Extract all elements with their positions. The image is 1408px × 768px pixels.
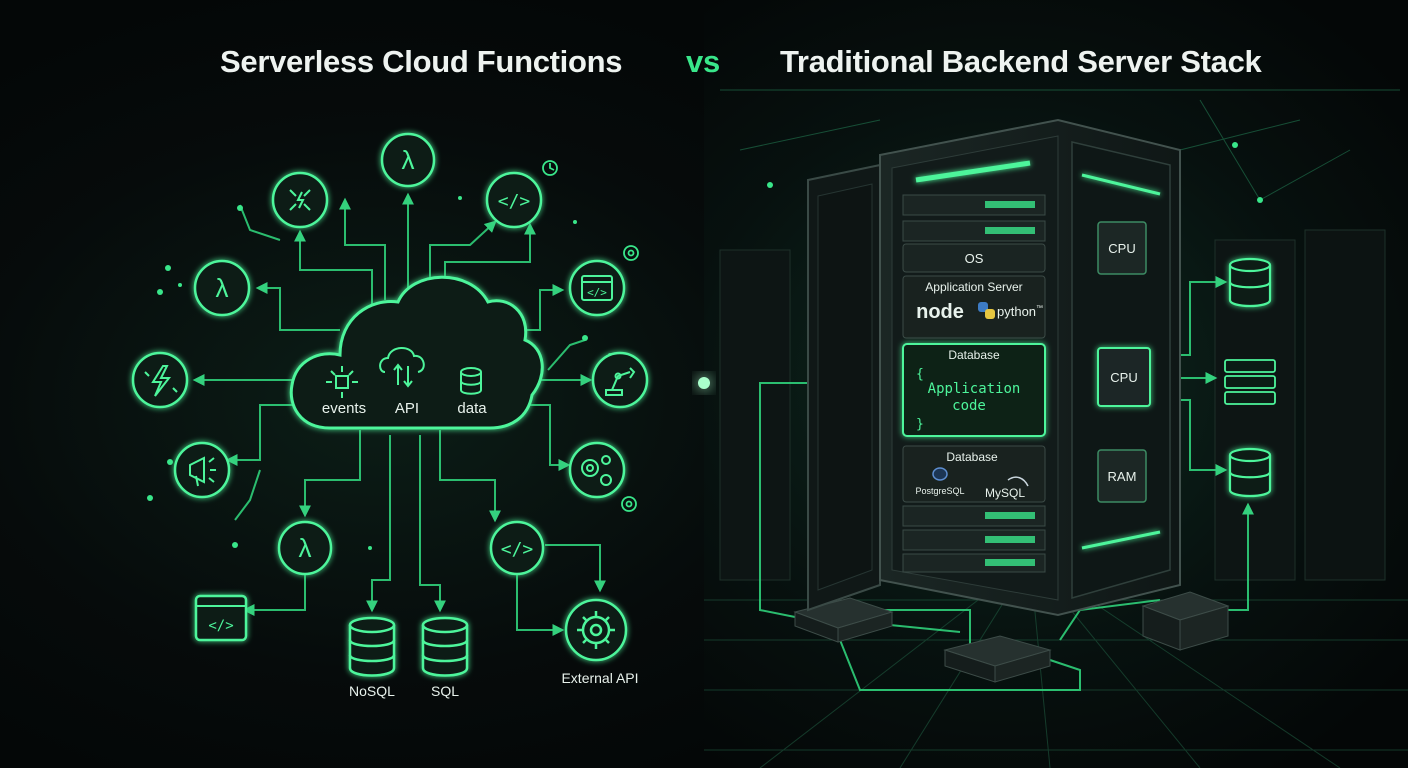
right-database-bottom-icon (1228, 447, 1272, 498)
lightning-icon (144, 365, 178, 397)
mysql-label: MySQL (985, 486, 1025, 500)
background-rack (719, 249, 791, 581)
external-api-node (564, 598, 628, 662)
server-unit (902, 220, 1046, 242)
robot-arm-icon (605, 367, 636, 396)
cloud-connectors (192, 192, 606, 636)
ram-chip (1097, 449, 1147, 503)
postgresql-logo-icon (932, 467, 948, 481)
os-layer (902, 243, 1046, 273)
server-unit (902, 194, 1046, 216)
rack-top-light (915, 160, 1031, 183)
application-server-layer (902, 275, 1046, 339)
rack-left-door (807, 163, 881, 612)
code-node-top (485, 171, 543, 229)
code-icon: </> (501, 539, 534, 560)
lambda-icon: λ (216, 273, 229, 303)
lambda-icon: λ (299, 533, 312, 563)
nosql-database-icon (348, 616, 396, 677)
lambda-node-bottom (277, 520, 333, 576)
code-brace-open: { (916, 367, 924, 382)
application-code-line2: code (952, 398, 986, 414)
traditional-title: Traditional Backend Server Stack (780, 44, 1262, 79)
api-icon (379, 347, 425, 388)
database-label-top: Database (948, 348, 1000, 362)
lambda-node-top (380, 132, 436, 188)
ceiling-node (767, 182, 773, 188)
serverless-title: Serverless Cloud Functions (220, 44, 623, 79)
database-layer (902, 445, 1046, 503)
data-icon (460, 367, 482, 395)
os-label: OS (965, 251, 984, 266)
cloud-events-label: events (322, 400, 366, 417)
cloud-api-label: API (395, 400, 419, 417)
browser-code-icon (581, 275, 613, 301)
code-icon: </> (587, 286, 607, 299)
application-server-label: Application Server (925, 280, 1022, 294)
cloud-shape (289, 275, 544, 430)
python-logo-icon (978, 302, 995, 319)
browser-code-node (568, 259, 626, 317)
cpu-chip-mid (1097, 347, 1151, 407)
external-api-label: External API (561, 670, 638, 686)
ceiling-network (720, 89, 1400, 201)
gear-small-icon (623, 245, 639, 261)
sql-label: SQL (431, 683, 459, 699)
cloud-data-label: data (457, 400, 487, 417)
nosql-label: NoSQL (349, 683, 395, 699)
mysql-dolphin-icon (1007, 476, 1029, 487)
application-code-layer (902, 343, 1046, 437)
postgresql-label: PostgreSQL (915, 486, 964, 496)
cpu-chip-top (1097, 221, 1147, 275)
ceiling-node (1232, 142, 1238, 148)
server-unit (902, 529, 1046, 551)
megaphone-node (173, 441, 231, 499)
ceiling-node (1257, 197, 1263, 203)
lambda-icon: λ (402, 145, 415, 175)
server-unit (902, 553, 1046, 573)
lightning-node (131, 351, 189, 409)
gears-icon (581, 455, 612, 486)
code-brace-close: } (916, 417, 924, 432)
door-light-bottom (1081, 530, 1161, 550)
floor-switch-right (1141, 591, 1230, 651)
trigger-arrows-icon (289, 189, 311, 211)
cpu-label-top: CPU (1108, 241, 1135, 256)
door-light-top (1081, 173, 1161, 196)
robot-arm-node (591, 351, 649, 409)
floor-switch-center (943, 635, 1052, 683)
database-label-bottom: Database (946, 450, 998, 464)
megaphone-icon (189, 456, 216, 487)
right-switch-icon (1224, 359, 1276, 405)
vs-label: vs (686, 44, 720, 79)
code-icon: </> (498, 191, 531, 212)
background-rack (1304, 229, 1386, 581)
sql-database-icon (421, 616, 469, 677)
code-icon: </> (208, 618, 233, 634)
right-database-top-icon (1228, 257, 1272, 308)
floor-switch-left (793, 597, 894, 643)
events-icon (326, 366, 358, 398)
python-logo-text: python (997, 304, 1036, 319)
gear-small-icon (621, 496, 637, 512)
python-trademark: ™ (1036, 305, 1043, 312)
application-code-line1: Application (928, 381, 1021, 397)
cpu-label-mid: CPU (1110, 370, 1137, 385)
server-unit (902, 505, 1046, 527)
lambda-node-left (193, 259, 251, 317)
external-api-gear-icon (577, 611, 615, 649)
code-node-bottom (489, 520, 545, 576)
ram-label: RAM (1108, 469, 1137, 484)
center-glow-node (698, 377, 710, 389)
nodejs-logo: node (916, 301, 964, 323)
clock-icon (542, 160, 558, 176)
